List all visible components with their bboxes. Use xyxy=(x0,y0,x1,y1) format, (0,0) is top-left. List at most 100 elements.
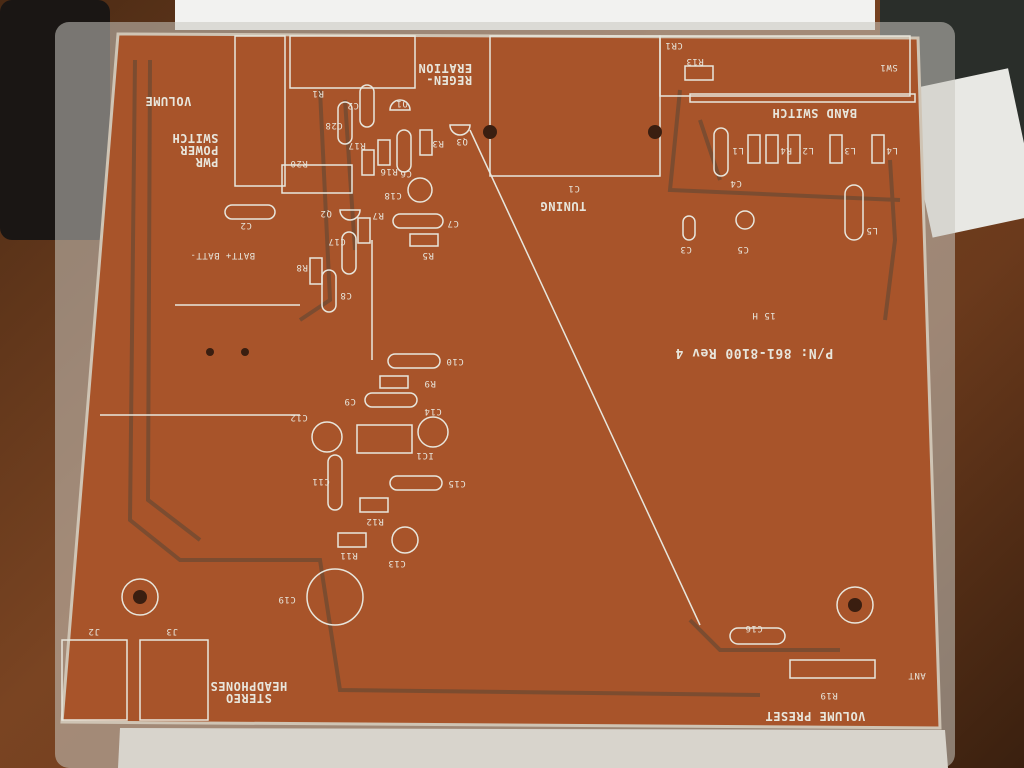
label-c18: C18 xyxy=(384,190,402,200)
silkscreen-outlines xyxy=(61,35,916,721)
r4-footprint xyxy=(765,134,779,164)
component-footprints xyxy=(121,65,885,645)
label-c4: C4 xyxy=(730,178,742,188)
c28-footprint xyxy=(337,101,353,145)
label-c2: C2 xyxy=(240,220,252,230)
label-r20: R20 xyxy=(290,158,308,168)
c18-footprint xyxy=(407,177,433,203)
label-c16: C16 xyxy=(745,623,763,633)
label-r19: R19 xyxy=(820,690,838,700)
c7-footprint xyxy=(392,213,444,229)
label-r5: R5 xyxy=(422,250,434,260)
r17-footprint xyxy=(361,149,375,176)
label-r8: R8 xyxy=(296,262,308,272)
c14-footprint xyxy=(417,416,449,448)
label-j3: J3 xyxy=(166,626,178,636)
label-c14: C14 xyxy=(424,406,442,416)
label-c11: C11 xyxy=(312,476,330,486)
q2-footprint xyxy=(339,209,361,221)
label-q2: Q2 xyxy=(320,208,332,218)
label-stereo-headphones: STEREO HEADPHONES xyxy=(210,679,288,705)
label-c19: C19 xyxy=(278,594,296,604)
label-sw1: SW1 xyxy=(880,62,898,72)
l5-footprint xyxy=(844,184,864,241)
label-c9: C9 xyxy=(344,396,356,406)
c17-footprint xyxy=(341,231,357,275)
label-ic1: IC1 xyxy=(416,450,434,460)
q3-footprint xyxy=(449,124,471,136)
r12-footprint xyxy=(359,497,389,513)
label-r16: R16 xyxy=(380,166,398,176)
label-r9: R9 xyxy=(424,378,436,388)
c11-footprint xyxy=(327,454,343,511)
r5-footprint xyxy=(409,233,439,247)
c4-footprint xyxy=(713,127,729,177)
label-c7: C7 xyxy=(447,218,459,228)
c13-footprint xyxy=(391,526,419,554)
label-r17: R17 xyxy=(348,140,366,150)
label-volume-preset: VOLUME PRESET xyxy=(765,709,866,723)
label-c8: C8 xyxy=(340,290,352,300)
c19-footprint xyxy=(306,568,364,626)
c2-footprint xyxy=(224,204,276,220)
label-l3: L3 xyxy=(844,145,856,155)
label-l2: L2 xyxy=(802,145,814,155)
label-ant: ANT xyxy=(908,670,926,680)
label-batt: BATT+ BATT- xyxy=(190,250,256,260)
label-r11: R11 xyxy=(340,550,358,560)
label-part-number: P/N: 861-8100 Rev 4 xyxy=(675,345,834,360)
label-q3: Q3 xyxy=(456,136,468,146)
label-volume: VOLUME xyxy=(145,94,192,108)
label-r1: R1 xyxy=(312,88,324,98)
label-code-mark: 15 H xyxy=(752,310,776,320)
label-c1: C1 xyxy=(568,183,580,193)
label-regeneration: REGEN- ERATION xyxy=(418,61,473,87)
c9-footprint xyxy=(364,392,418,408)
r13-footprint xyxy=(684,65,714,81)
label-l5: L5 xyxy=(866,225,878,235)
label-r3: R3 xyxy=(432,138,444,148)
label-c6: C6 xyxy=(400,168,412,178)
c6-footprint xyxy=(396,129,412,173)
r9-footprint xyxy=(379,375,409,389)
l2-footprint xyxy=(787,134,801,164)
l4-footprint xyxy=(871,134,885,164)
label-tuning: TUNING xyxy=(540,199,587,213)
label-q1: Q1 xyxy=(396,98,408,108)
c2x-footprint xyxy=(359,84,375,128)
label-l4: L4 xyxy=(886,145,898,155)
drill-holes xyxy=(133,125,862,612)
c5-footprint xyxy=(735,210,755,230)
c10-footprint xyxy=(387,353,441,369)
c3-footprint xyxy=(682,215,696,241)
c12-footprint xyxy=(311,421,343,453)
label-r12: R12 xyxy=(366,516,384,526)
label-cr1: CR1 xyxy=(665,40,683,50)
r8-footprint xyxy=(309,257,323,285)
label-r7: R7 xyxy=(372,210,384,220)
r3-footprint xyxy=(419,129,433,156)
label-band-switch: BAND SWITCH xyxy=(772,106,857,120)
label-c5: C5 xyxy=(737,244,749,254)
label-c13: C13 xyxy=(388,558,406,568)
sleeve-bottom-strip xyxy=(118,728,948,768)
label-c2x: C2 xyxy=(347,100,359,110)
q1-footprint xyxy=(389,99,411,111)
label-j2: J2 xyxy=(88,626,100,636)
label-c15: C15 xyxy=(448,478,466,488)
r11-footprint xyxy=(337,532,367,548)
label-r4: R4 xyxy=(780,145,792,155)
label-c12: C12 xyxy=(290,412,308,422)
label-l1: L1 xyxy=(732,145,744,155)
label-c10: C10 xyxy=(446,356,464,366)
label-r13: R13 xyxy=(686,56,704,66)
c16-footprint xyxy=(729,627,786,645)
label-c28: C28 xyxy=(325,120,343,130)
copper-traces xyxy=(127,59,901,697)
l1-footprint xyxy=(747,134,761,164)
mount-hole-right xyxy=(836,586,874,624)
c15-footprint xyxy=(389,475,443,491)
mount-hole-left xyxy=(121,578,159,616)
r7-footprint xyxy=(357,217,371,244)
